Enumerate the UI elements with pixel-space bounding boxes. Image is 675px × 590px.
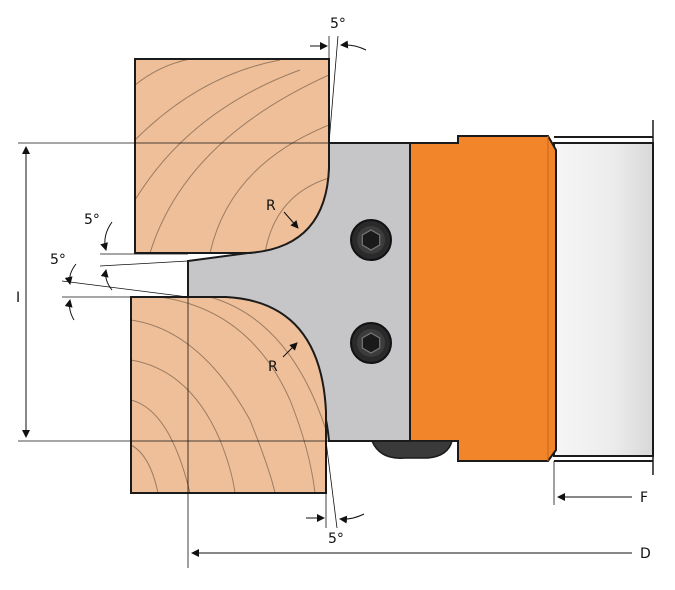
wood-upper-outline	[134, 58, 330, 254]
angle-ul-label: 5°	[84, 212, 100, 228]
angle-top-arrow-right	[340, 40, 367, 51]
dim-f-label: F	[640, 490, 648, 506]
angle-top-label: 5°	[330, 16, 346, 32]
angle-ul-arrow-top	[100, 221, 113, 251]
angle-ul-arrow-bottom	[100, 269, 113, 291]
angle-ll-label: 5°	[50, 252, 66, 268]
angle-ll-slope	[61, 280, 189, 298]
angle-ll-arrow-bottom	[64, 299, 75, 321]
radius-lower-label: R	[268, 359, 278, 375]
wood-lower-outline	[130, 296, 327, 494]
radius-lower-arrow	[282, 342, 298, 358]
dim-i-label: I	[16, 290, 20, 306]
hex-socket-screw-icon	[350, 322, 392, 364]
wood-upper-fill	[135, 59, 329, 253]
wood-block-upper	[134, 58, 330, 254]
wood-lower-fill	[131, 297, 326, 493]
dim-d-label: D	[640, 546, 651, 562]
bearing	[370, 440, 453, 459]
radius-upper-label: R	[266, 198, 276, 214]
radius-upper-arrow	[283, 211, 299, 229]
angle-ll-arrow-top	[64, 263, 77, 285]
cutter-body	[409, 135, 557, 462]
shaft	[553, 120, 654, 475]
angle-bottom-slope	[325, 440, 338, 529]
wood-upper-grain	[135, 59, 329, 253]
angle-bottom-label: 5°	[328, 531, 344, 547]
shaft-body	[553, 142, 654, 457]
orange-body	[409, 135, 557, 462]
wood-block-lower	[130, 296, 327, 494]
angle-bottom-arrow-right	[339, 513, 365, 524]
angle-top-slope	[328, 35, 339, 144]
angle-ul-slope	[99, 260, 189, 267]
hex-socket-screw-icon	[350, 219, 392, 261]
wood-lower-grain	[131, 297, 326, 493]
